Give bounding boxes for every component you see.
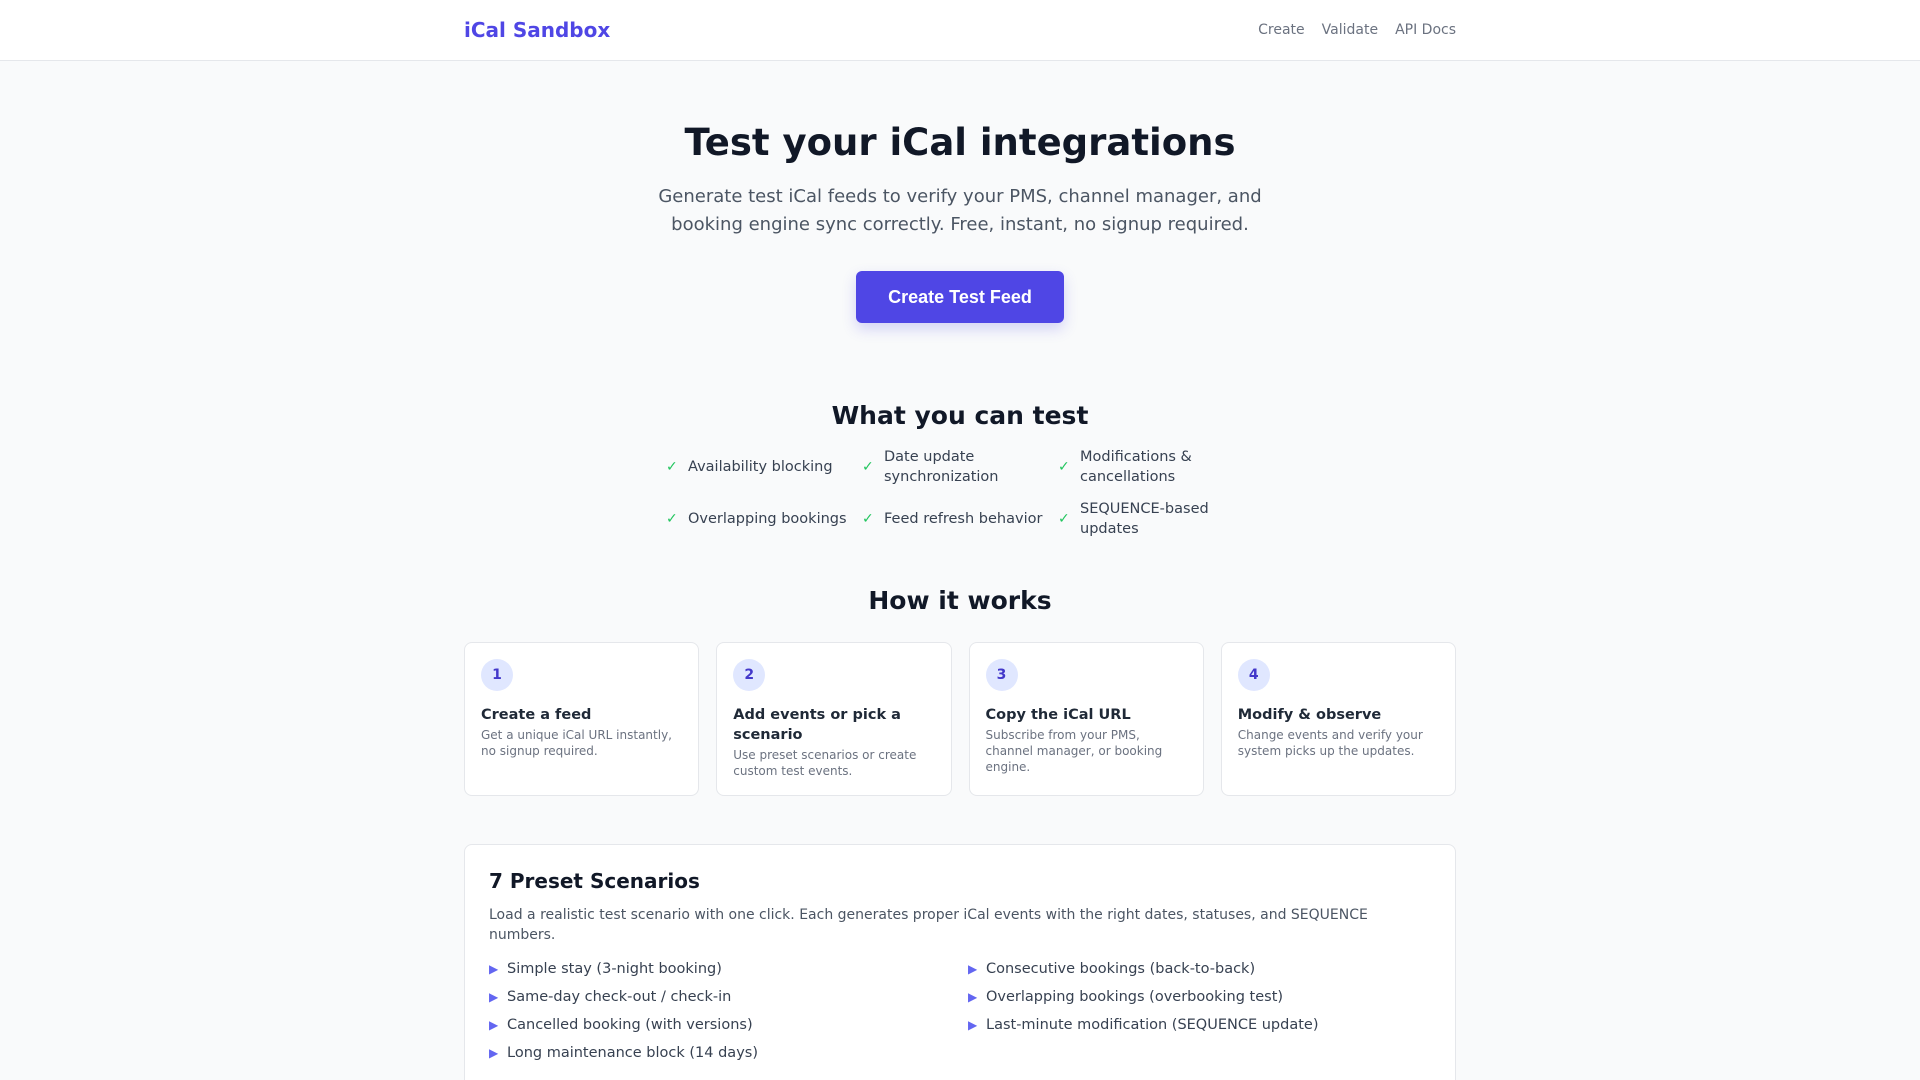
feature-label: Date update synchronization xyxy=(884,449,999,486)
scenario-label: Cancelled booking (with versions) xyxy=(507,1017,753,1034)
step-card: 3 Copy the iCal URL Subscribe from your … xyxy=(968,642,1204,797)
feature-item: ✓ Date update synchronization xyxy=(862,447,1058,487)
scenario-item[interactable]: ▶ Last-minute modification (SEQUENCE upd… xyxy=(968,1011,1431,1039)
step-title: Copy the iCal URL xyxy=(985,707,1131,724)
scenario-label: Long maintenance block (14 days) xyxy=(507,1045,758,1062)
preset-scenarios-card: 7 Preset Scenarios Load a realistic test… xyxy=(464,844,1456,1080)
feature-label: Modifications & cancellations xyxy=(1080,449,1192,486)
brand-logo-link[interactable]: iCal Sandbox xyxy=(464,18,611,42)
what-you-can-test-title: What you can test xyxy=(831,401,1089,431)
play-arrow-icon: ▶ xyxy=(968,990,978,1005)
check-icon: ✓ xyxy=(862,511,874,528)
feature-item: ✓ Overlapping bookings xyxy=(666,499,862,539)
step-number-badge: 3 xyxy=(985,659,1018,692)
hero-section: Test your iCal integrations Generate tes… xyxy=(464,61,1456,324)
step-number-badge: 4 xyxy=(1237,659,1270,692)
feature-label: Availability blocking xyxy=(688,459,833,476)
step-number-badge: 2 xyxy=(733,659,766,692)
step-number-badge: 1 xyxy=(481,659,513,692)
scenario-label: Consecutive bookings (back-to-back) xyxy=(986,961,1256,978)
feature-item: ✓ SEQUENCE-based updates xyxy=(1058,499,1254,539)
hero-subtitle: Generate test iCal feeds to verify your … xyxy=(658,186,1262,236)
play-arrow-icon: ▶ xyxy=(489,990,499,1005)
hero-title: Test your iCal integrations xyxy=(684,121,1236,164)
step-title: Create a feed xyxy=(481,707,592,724)
scenario-item[interactable]: ▶ Simple stay (3-night booking) xyxy=(489,955,952,983)
feature-item: ✓ Modifications & cancellations xyxy=(1058,447,1254,487)
scenario-label: Overlapping bookings (overbooking test) xyxy=(986,989,1284,1006)
check-icon: ✓ xyxy=(862,459,874,476)
step-card: 4 Modify & observe Change events and ver… xyxy=(1220,642,1456,797)
feature-list: ✓ Availability blocking ✓ Date update sy… xyxy=(666,447,1254,539)
play-arrow-icon: ▶ xyxy=(968,1018,978,1033)
scenarios-title: 7 Preset Scenarios xyxy=(489,869,700,894)
main-content: Test your iCal integrations Generate tes… xyxy=(464,61,1456,1080)
nav-link-validate[interactable]: Validate xyxy=(1321,22,1379,38)
check-icon: ✓ xyxy=(666,511,678,528)
check-icon: ✓ xyxy=(666,459,678,476)
scenarios-description: Load a realistic test scenario with one … xyxy=(489,907,1368,944)
feature-label: Feed refresh behavior xyxy=(884,511,1043,528)
how-it-works-section: How it works 1 Create a feed Get a uniqu… xyxy=(464,586,1456,797)
scenario-item[interactable]: ▶ Cancelled booking (with versions) xyxy=(489,1011,952,1039)
step-card: 2 Add events or pick a scenario Use pres… xyxy=(716,642,952,797)
nav-links: Create Validate API Docs xyxy=(1258,22,1456,38)
scenario-item[interactable]: ▶ Long maintenance block (14 days) xyxy=(489,1039,952,1067)
step-card: 1 Create a feed Get a unique iCal URL in… xyxy=(464,642,700,797)
step-description: Change events and verify your system pic… xyxy=(1237,728,1423,759)
check-icon: ✓ xyxy=(1058,511,1070,528)
play-arrow-icon: ▶ xyxy=(489,1018,499,1033)
feature-label: SEQUENCE-based updates xyxy=(1080,501,1209,538)
top-navbar: iCal Sandbox Create Validate API Docs xyxy=(0,0,1920,61)
step-title: Modify & observe xyxy=(1237,707,1382,724)
what-you-can-test-section: What you can test ✓ Availability blockin… xyxy=(464,401,1456,539)
scenario-label: Last-minute modification (SEQUENCE updat… xyxy=(986,1017,1319,1034)
play-arrow-icon: ▶ xyxy=(489,1046,499,1061)
step-description: Get a unique iCal URL instantly, no sign… xyxy=(481,728,672,759)
create-test-feed-button[interactable]: Create Test Feed xyxy=(856,271,1064,324)
scenario-item[interactable]: ▶ Consecutive bookings (back-to-back) xyxy=(968,955,1431,983)
step-description: Use preset scenarios or create custom te… xyxy=(733,748,917,779)
scenario-item[interactable]: ▶ Same-day check-out / check-in xyxy=(489,983,952,1011)
scenario-item[interactable]: ▶ Overlapping bookings (overbooking test… xyxy=(968,983,1431,1011)
feature-label: Overlapping bookings xyxy=(688,511,847,528)
play-arrow-icon: ▶ xyxy=(489,962,499,977)
nav-link-api-docs[interactable]: API Docs xyxy=(1395,22,1456,38)
nav-link-create[interactable]: Create xyxy=(1258,22,1305,38)
how-it-works-title: How it works xyxy=(868,586,1052,616)
check-icon: ✓ xyxy=(1058,459,1070,476)
play-arrow-icon: ▶ xyxy=(968,962,978,977)
scenario-label: Simple stay (3-night booking) xyxy=(507,961,722,978)
feature-item: ✓ Feed refresh behavior xyxy=(862,499,1058,539)
feature-item: ✓ Availability blocking xyxy=(666,447,862,487)
scenario-label: Same-day check-out / check-in xyxy=(507,989,732,1006)
steps-grid: 1 Create a feed Get a unique iCal URL in… xyxy=(464,642,1456,797)
scenario-list: ▶ Simple stay (3-night booking) ▶ Same-d… xyxy=(489,955,1431,1067)
step-description: Subscribe from your PMS, channel manager… xyxy=(985,728,1163,775)
step-title: Add events or pick a scenario xyxy=(733,707,901,744)
